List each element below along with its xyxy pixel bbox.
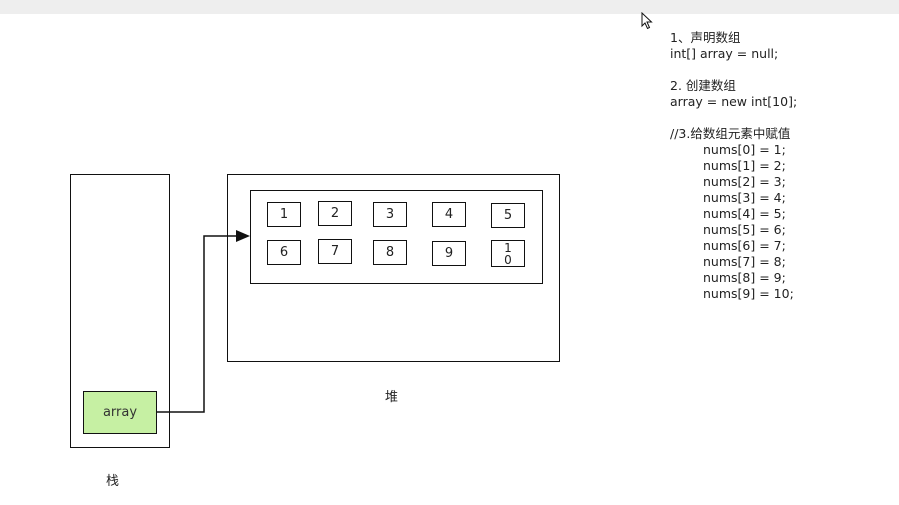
- array-cell-4: 5: [491, 203, 525, 228]
- array-cell-9: 10: [491, 240, 525, 267]
- array-cell-1: 2: [318, 201, 352, 226]
- step2-title: 2. 创建数组: [670, 78, 736, 93]
- heap-box: [227, 174, 560, 362]
- array-cell-6: 7: [318, 239, 352, 264]
- assignment-line: nums[4] = 5;: [703, 206, 786, 221]
- array-cell-7: 8: [373, 240, 407, 265]
- step1-code: int[] array = null;: [670, 46, 779, 61]
- assignment-line: nums[9] = 10;: [703, 286, 794, 301]
- top-toolbar-strip: [0, 0, 899, 14]
- assignment-line: nums[0] = 1;: [703, 142, 786, 157]
- assignment-line: nums[5] = 6;: [703, 222, 786, 237]
- array-cell-0: 1: [267, 202, 301, 227]
- stack-box: [70, 174, 170, 448]
- mouse-pointer-icon: [641, 12, 653, 30]
- heap-label: 堆: [385, 390, 399, 405]
- assignment-line: nums[8] = 9;: [703, 270, 786, 285]
- assignment-line: nums[1] = 2;: [703, 158, 786, 173]
- array-object-box: [250, 190, 543, 284]
- assignment-line: nums[7] = 8;: [703, 254, 786, 269]
- array-cell-8: 9: [432, 241, 466, 266]
- array-variable-box: array: [83, 391, 157, 434]
- array-variable-label: array: [102, 405, 138, 420]
- step3-title: //3.给数组元素中赋值: [670, 126, 791, 141]
- array-cell-5: 6: [267, 240, 301, 265]
- assignment-line: nums[2] = 3;: [703, 174, 786, 189]
- array-cell-3: 4: [432, 202, 466, 227]
- assignment-line: nums[6] = 7;: [703, 238, 786, 253]
- array-cell-2: 3: [373, 202, 407, 227]
- stack-label: 栈: [106, 474, 120, 489]
- code-notes: 1、声明数组 int[] array = null; 2. 创建数组 array…: [670, 30, 797, 302]
- assignment-line: nums[3] = 4;: [703, 190, 786, 205]
- step1-title: 1、声明数组: [670, 30, 741, 45]
- step2-code: array = new int[10];: [670, 94, 798, 109]
